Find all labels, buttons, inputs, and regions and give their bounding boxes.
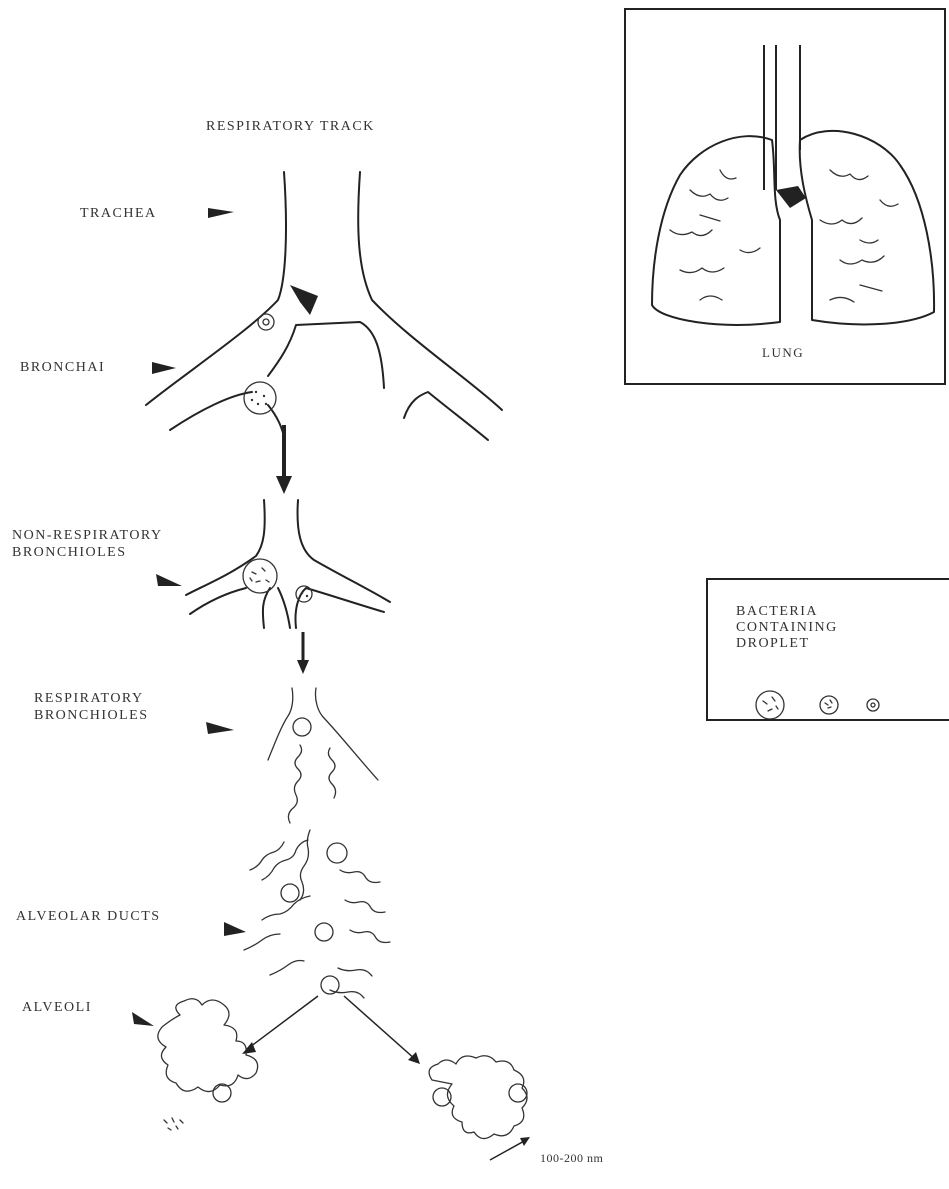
trachea-bronchi-drawing	[146, 172, 502, 440]
label-bronchai: BRONCHAI	[20, 359, 105, 376]
flow-arrow-2	[297, 632, 309, 674]
label-pointers	[132, 208, 246, 1026]
flow-arrow-1	[276, 425, 292, 494]
legend-title: BACTERIA CONTAINING DROPLET	[736, 604, 838, 652]
scale-label: 100-200 nm	[540, 1150, 603, 1167]
label-respiratory-bronchioles: RESPIRATORY BRONCHIOLES	[34, 690, 149, 724]
non-respiratory-bronchioles-drawing	[186, 500, 390, 628]
alveoli-drawing	[158, 996, 530, 1160]
diagram-title: RESPIRATORY TRACK	[206, 118, 375, 135]
label-alveoli: ALVEOLI	[22, 999, 92, 1016]
lung-inset-frame	[624, 8, 946, 385]
lung-inset-label: LUNG	[762, 344, 804, 361]
label-alveolar-ducts: ALVEOLAR DUCTS	[16, 908, 161, 925]
label-non-respiratory-bronchioles: NON-RESPIRATORY BRONCHIOLES	[12, 527, 163, 561]
respiratory-bronchioles-drawing	[244, 688, 390, 998]
label-trachea: TRACHEA	[80, 205, 157, 222]
